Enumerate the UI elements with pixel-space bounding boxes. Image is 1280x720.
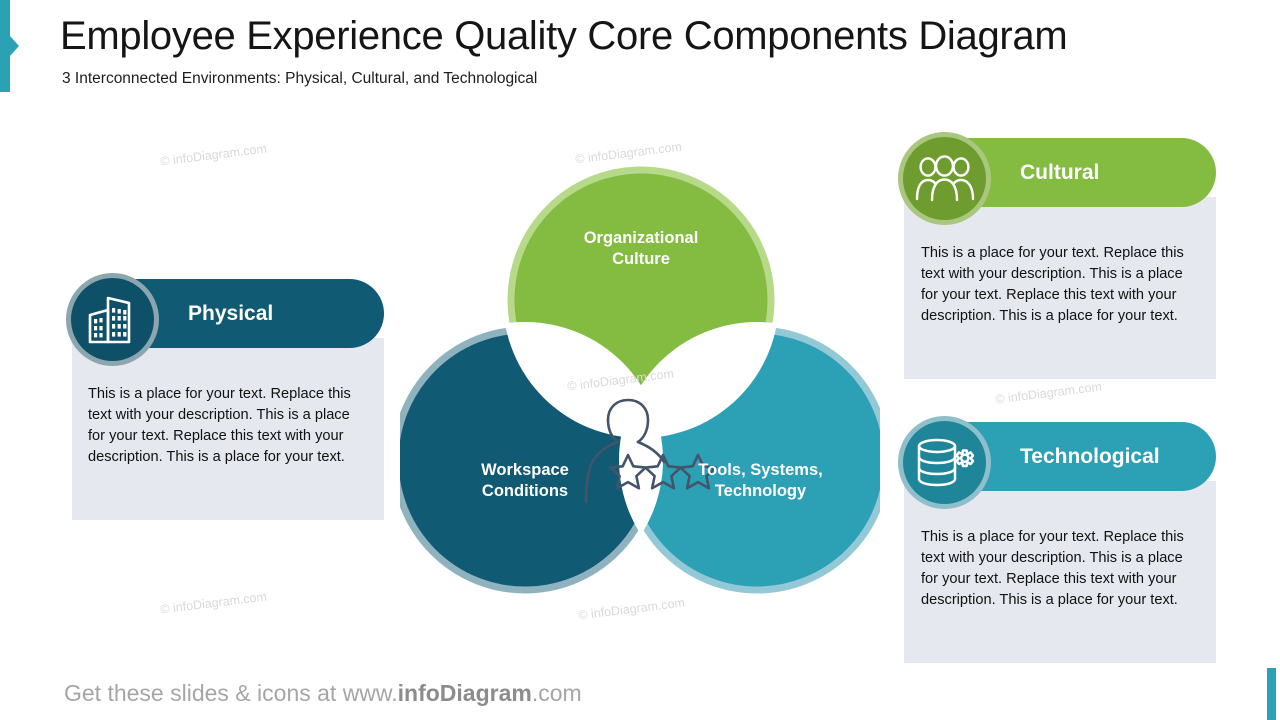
card-cultural-body-text: This is a place for your text. Replace t…	[921, 245, 1184, 324]
left-accent-bar	[0, 0, 10, 92]
page-subtitle: 3 Interconnected Environments: Physical,…	[62, 70, 538, 87]
watermark: © infoDiagram.com	[159, 141, 268, 169]
watermark: © infoDiagram.com	[159, 589, 268, 617]
venn-label-organizational-culture: Organizational Culture	[551, 228, 731, 269]
venn-label-line2: Culture	[612, 249, 670, 268]
left-accent-arrow-icon	[10, 36, 19, 56]
venn-label-line2: Technology	[714, 481, 807, 500]
venn-label-line1: Workspace	[481, 461, 569, 479]
card-physical-body-panel	[72, 338, 384, 520]
footer-brand: infoDiagram	[397, 680, 532, 706]
star-rating-icons	[609, 453, 717, 490]
card-technological-body-panel	[904, 481, 1216, 663]
right-accent-bar	[1267, 668, 1276, 720]
card-physical-body-text: This is a place for your text. Replace t…	[88, 386, 351, 465]
venn-label-line2: Conditions	[481, 481, 569, 500]
card-technological-body-text: This is a place for your text. Replace t…	[921, 529, 1184, 608]
watermark: © infoDiagram.com	[994, 379, 1103, 407]
card-physical-label: Physical	[188, 301, 274, 325]
footer-promo: Get these slides & icons at www.infoDiag…	[64, 680, 582, 707]
building-icon	[88, 296, 130, 343]
card-technological-label: Technological	[1020, 444, 1160, 468]
people-group-icon	[915, 154, 974, 201]
card-cultural-body-panel	[904, 197, 1216, 379]
venn-label-line1: Tools, Systems,	[698, 461, 823, 479]
venn-diagram: Organizational Culture Workspace Conditi…	[400, 150, 880, 610]
person-three-stars-icon	[584, 398, 666, 504]
card-technological-badge[interactable]	[903, 421, 986, 504]
database-gear-icon	[917, 438, 974, 486]
footer-suffix: .com	[531, 680, 582, 706]
page-title: Employee Experience Quality Core Compone…	[60, 14, 1068, 58]
venn-label-workspace-conditions: Workspace Conditions	[436, 460, 614, 501]
venn-label-line1: Organizational	[583, 229, 699, 247]
card-physical-badge[interactable]	[71, 278, 154, 361]
card-cultural-label: Cultural	[1020, 160, 1100, 184]
footer-prefix: Get these slides & icons at www.	[64, 680, 398, 706]
venn-label-tools-systems-technology: Tools, Systems, Technology	[668, 460, 853, 501]
card-cultural-badge[interactable]	[903, 137, 986, 220]
